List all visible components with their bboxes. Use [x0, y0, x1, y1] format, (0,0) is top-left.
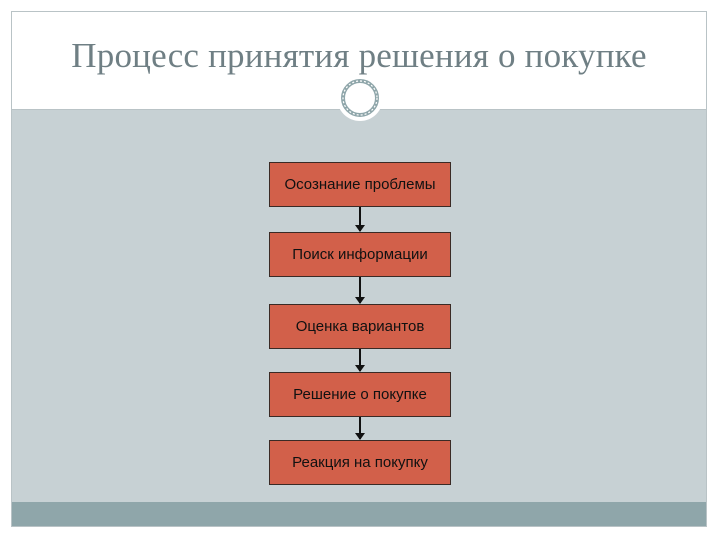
- footer-band: [12, 502, 706, 526]
- circle-ornament-icon: [337, 75, 383, 121]
- arrow-down-icon: [355, 277, 365, 304]
- step-information-search: Поиск информации: [269, 232, 451, 277]
- arrow-down-icon: [355, 207, 365, 232]
- title-area: Процесс принятия решения о покупке: [12, 12, 706, 100]
- slide-title: Процесс принятия решения о покупке: [71, 36, 647, 75]
- step-purchase-decision: Решение о покупке: [269, 372, 451, 417]
- step-post-purchase-reaction: Реакция на покупку: [269, 440, 451, 485]
- arrow-down-icon: [355, 417, 365, 440]
- arrow-down-icon: [355, 349, 365, 372]
- step-problem-recognition: Осознание проблемы: [269, 162, 451, 207]
- step-alternatives-evaluation: Оценка вариантов: [269, 304, 451, 349]
